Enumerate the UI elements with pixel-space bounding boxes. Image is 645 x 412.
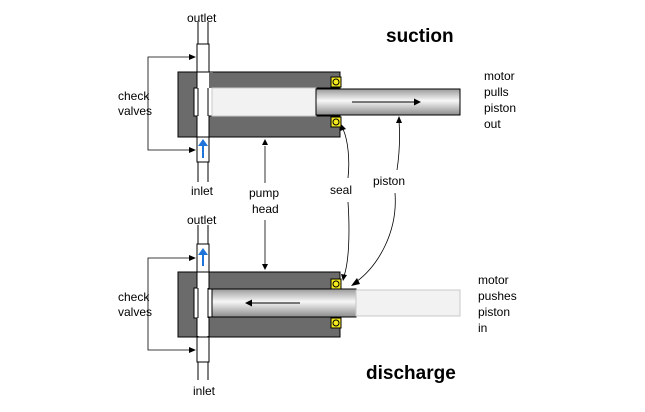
top-seal-lower <box>330 116 342 128</box>
top-outlet-label: outlet <box>187 11 217 25</box>
top-motor-label-2: pulls <box>484 85 509 99</box>
top-motor-label-1: motor <box>484 69 515 83</box>
pump-head-label-1: pump <box>249 186 279 200</box>
top-motor-label-4: out <box>484 117 501 131</box>
bottom-pump-housing-upper <box>208 271 341 290</box>
top-pump-housing-lower <box>208 115 341 138</box>
bottom-pump-housing <box>177 271 198 338</box>
piston-pointer <box>351 116 402 286</box>
seal-label: seal <box>330 183 352 197</box>
top-motor-label-3: piston <box>484 101 516 115</box>
top-check-label-1: check <box>118 89 150 103</box>
top-seal-upper <box>330 76 342 88</box>
bottom-check-label-1: check <box>118 290 150 304</box>
top-inlet-label: inlet <box>191 184 214 198</box>
seal-pointer <box>340 124 350 281</box>
top-check-label-2: valves <box>118 104 152 118</box>
bottom-check-label-2: valves <box>118 305 152 319</box>
pump-head-pointer <box>262 139 268 270</box>
suction-heading: suction <box>386 26 454 47</box>
bottom-motor-label-2: pushes <box>478 289 517 303</box>
bottom-vacated-space <box>355 289 461 317</box>
bottom-inlet-label: inlet <box>193 384 216 398</box>
bottom-outlet-flow-arrow <box>198 248 208 266</box>
suction-assembly <box>177 22 461 182</box>
bottom-pump-housing-lower <box>208 316 341 338</box>
discharge-assembly <box>177 225 461 380</box>
top-outlet-check-valve <box>196 43 210 73</box>
bottom-outlet-label: outlet <box>187 213 217 227</box>
pump-head-label-2: head <box>252 202 279 216</box>
top-check-valves-bracket <box>147 54 196 153</box>
top-pump-housing-upper <box>209 71 341 89</box>
top-inlet-flow-arrow <box>198 139 208 158</box>
top-pump-housing <box>177 71 198 138</box>
piston-label: piston <box>373 174 405 188</box>
bottom-seal-upper <box>330 278 342 290</box>
discharge-heading: discharge <box>366 363 456 384</box>
bottom-motor-label-1: motor <box>478 273 509 287</box>
bottom-inlet-check-valve <box>196 336 210 363</box>
bottom-check-valves-bracket <box>147 255 196 353</box>
top-pump-chamber <box>211 87 317 117</box>
bottom-motor-label-4: in <box>478 321 487 335</box>
bottom-seal-lower <box>330 317 342 329</box>
bottom-motor-label-3: piston <box>478 305 510 319</box>
